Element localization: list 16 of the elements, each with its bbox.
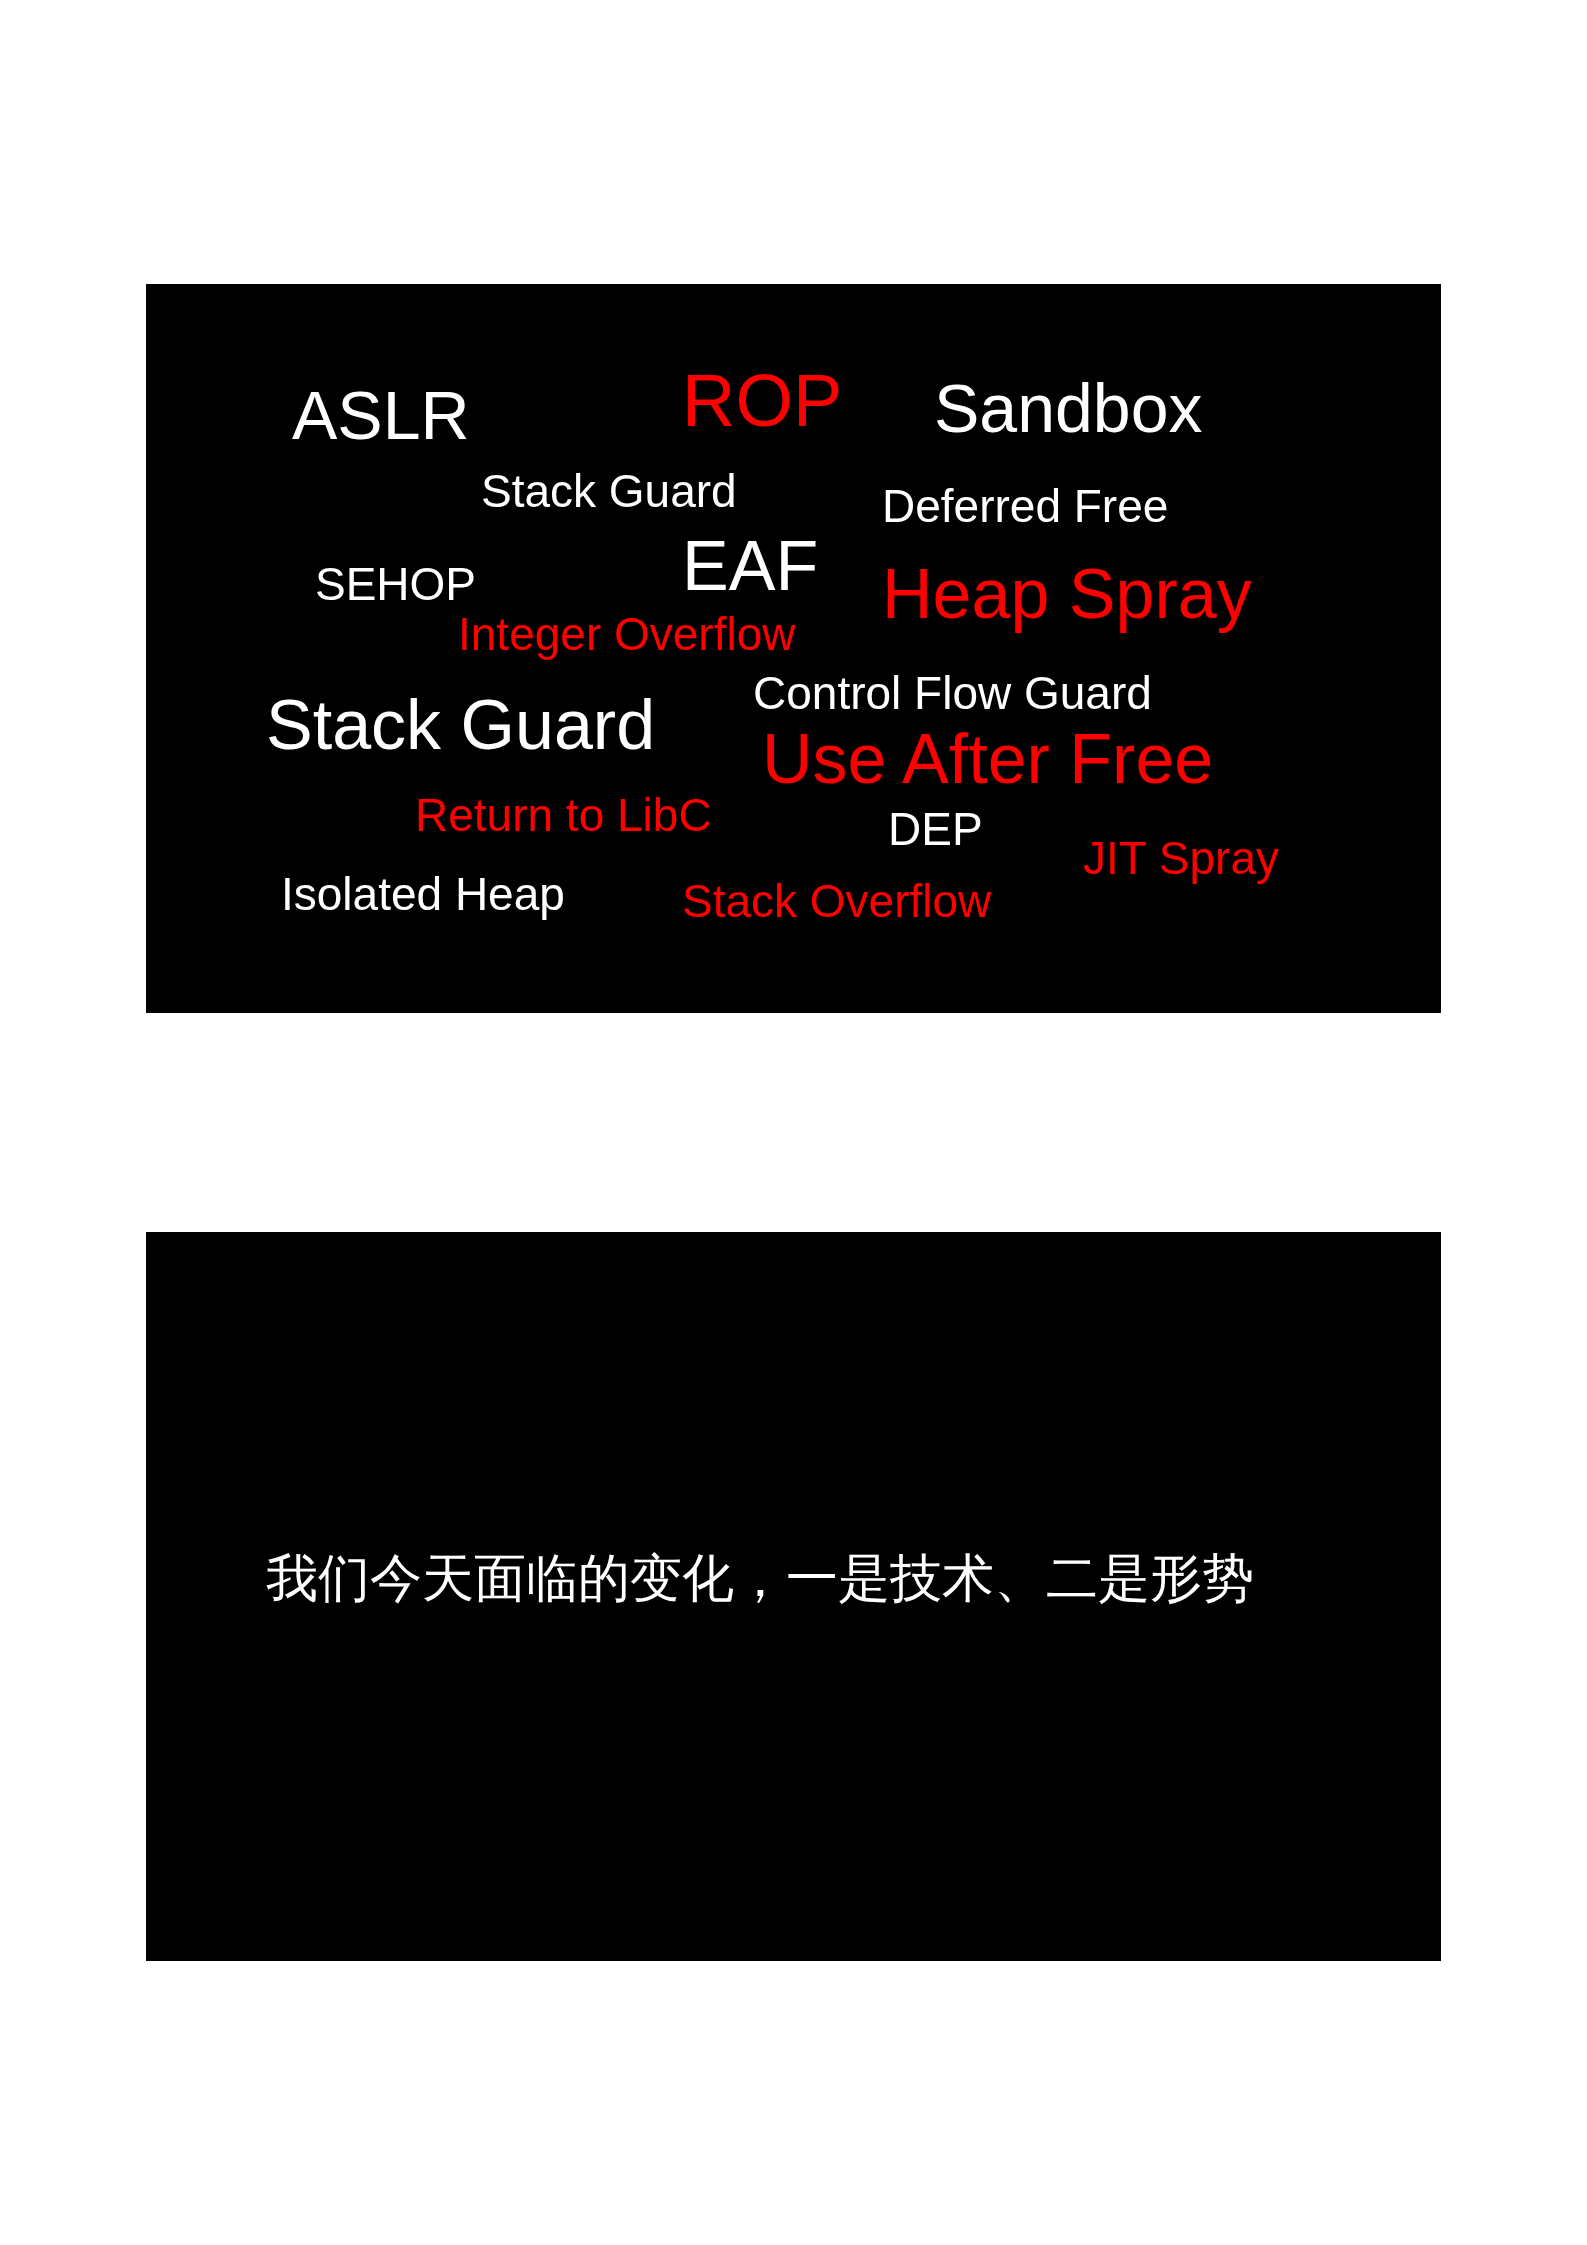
keyword-text: ROP bbox=[682, 364, 843, 438]
keyword-text: DEP bbox=[888, 806, 983, 852]
keyword-text: Deferred Free bbox=[882, 483, 1169, 529]
keyword-text: Stack Guard bbox=[266, 690, 656, 760]
keyword-text: Control Flow Guard bbox=[753, 670, 1152, 716]
keyword-text: Stack Overflow bbox=[682, 878, 992, 924]
keyword-text: Sandbox bbox=[934, 374, 1203, 442]
slide-panel bbox=[146, 284, 1441, 1013]
keyword-text: ASLR bbox=[292, 381, 470, 449]
keyword-text: Stack Guard bbox=[481, 468, 737, 514]
keyword-text: Use After Free bbox=[762, 724, 1214, 794]
keyword-text: SEHOP bbox=[315, 561, 477, 607]
slide-panel bbox=[146, 1232, 1441, 1961]
slide-text: 我们今天面临的变化，一是技术、二是形势 bbox=[266, 1552, 1254, 1604]
keyword-text: EAF bbox=[682, 531, 819, 601]
keyword-text: Return to LibC bbox=[415, 792, 712, 838]
